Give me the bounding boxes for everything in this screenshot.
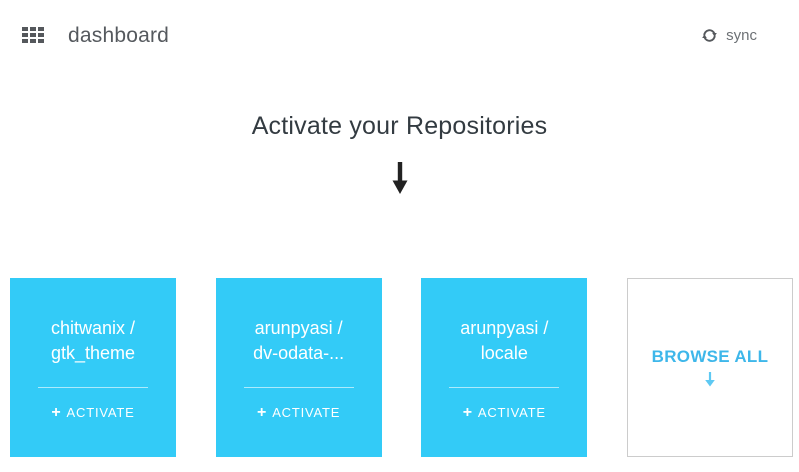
repo-title: arunpyasi / dv-odata-...: [253, 316, 344, 366]
activate-label: ACTIVATE: [477, 405, 546, 420]
repo-cards: chitwanix / gtk_theme + ACTIVATE arunpya…: [10, 278, 793, 457]
browse-all-label: BROWSE ALL: [651, 347, 769, 366]
sync-button[interactable]: sync: [702, 28, 757, 43]
activate-label: ACTIVATE: [66, 405, 135, 420]
activate-button[interactable]: + ACTIVATE: [51, 404, 135, 421]
browse-down-arrow-icon: [705, 372, 715, 387]
repo-title: chitwanix / gtk_theme: [51, 316, 135, 366]
apps-menu-button[interactable]: [22, 27, 44, 43]
repo-name: dv-odata-...: [253, 343, 345, 363]
page-title: dashboard: [68, 24, 170, 47]
activate-button[interactable]: + ACTIVATE: [257, 404, 341, 421]
divider: [243, 387, 354, 388]
repo-title: arunpyasi / locale: [460, 316, 548, 366]
repo-owner: arunpyasi /: [254, 318, 343, 338]
repo-name: locale: [480, 343, 528, 363]
repo-name: gtk_theme: [50, 343, 136, 363]
repo-owner: chitwanix /: [50, 318, 136, 338]
plus-icon: +: [51, 404, 62, 421]
sync-label: sync: [726, 27, 757, 44]
plus-icon: +: [257, 404, 268, 421]
grid-icon: [22, 27, 44, 43]
down-arrow-icon: [392, 162, 407, 194]
repo-card-dv-odata[interactable]: arunpyasi / dv-odata-... + ACTIVATE: [215, 278, 382, 457]
refresh-icon: [702, 29, 718, 42]
divider: [38, 387, 148, 388]
browse-all-card[interactable]: BROWSE ALL: [626, 278, 793, 457]
activate-button[interactable]: + ACTIVATE: [462, 404, 546, 421]
plus-icon: +: [462, 404, 473, 421]
hero-heading: Activate your Repositories: [251, 112, 548, 140]
repo-owner: arunpyasi /: [460, 318, 549, 338]
repo-card-gtk-theme[interactable]: chitwanix / gtk_theme + ACTIVATE: [10, 278, 176, 457]
repo-card-locale[interactable]: arunpyasi / locale + ACTIVATE: [421, 278, 588, 457]
divider: [449, 387, 560, 388]
app-header: dashboard sync: [0, 0, 799, 72]
activate-label: ACTIVATE: [272, 405, 341, 420]
